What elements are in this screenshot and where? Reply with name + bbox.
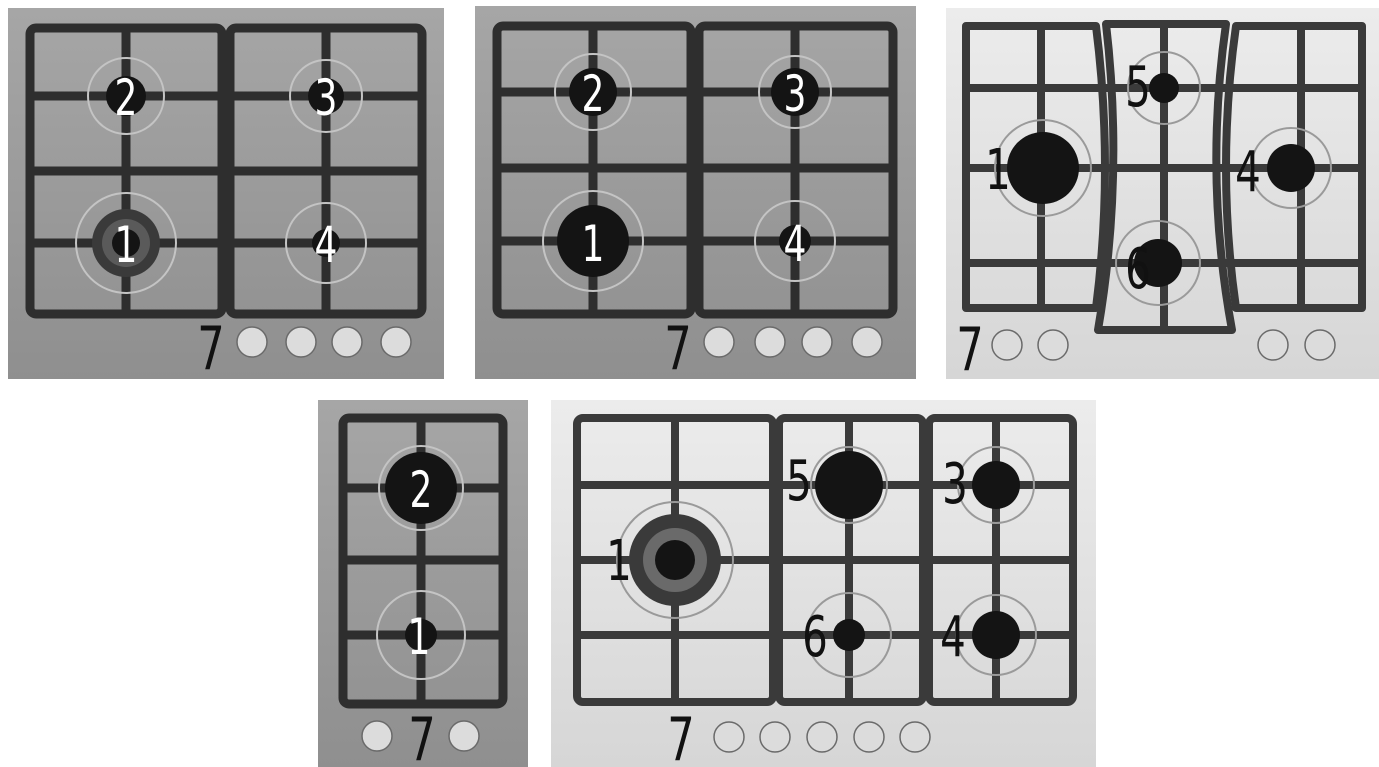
burner-label-4: 4 (315, 220, 338, 270)
knob-row (237, 327, 411, 357)
burner-label-1: 1 (115, 220, 138, 270)
burner-label-1: 1 (985, 143, 1011, 199)
burner-cap-5 (815, 451, 883, 519)
knob-row (714, 722, 930, 752)
burner-cap-6 (833, 619, 865, 651)
burner-cap-4 (1267, 144, 1315, 192)
knobs-label: 7 (664, 319, 691, 379)
hob-e-drawing (551, 400, 1096, 767)
hob-e: 1 5 3 6 4 7 (551, 400, 1096, 767)
burner-label-4: 4 (1235, 145, 1261, 201)
burner-cap-5 (1149, 73, 1179, 103)
hob-b: 2 3 1 4 7 (475, 6, 916, 379)
burner-label-1: 1 (582, 219, 605, 269)
knob-row (704, 327, 882, 357)
burner-label-5: 5 (786, 454, 812, 510)
knobs-label: 7 (667, 710, 694, 767)
burner-label-1: 1 (408, 612, 431, 662)
hob-a: 2 3 1 4 7 (8, 8, 444, 379)
burner-label-2: 2 (115, 73, 138, 123)
burner-label-1: 1 (606, 534, 632, 590)
burner-label-3: 3 (942, 457, 968, 513)
burner-label-6: 6 (802, 610, 828, 666)
hob-a-drawing (8, 8, 444, 379)
burner-label-3: 3 (315, 73, 338, 123)
hob-c-drawing (946, 8, 1379, 379)
burner-label-2: 2 (582, 69, 605, 119)
knobs-label: 7 (197, 319, 224, 379)
burner-label-4: 4 (940, 610, 966, 666)
burner-label-2: 2 (410, 465, 433, 515)
knobs-label: 7 (408, 710, 435, 767)
burner-cap-3 (972, 461, 1020, 509)
burner-label-4: 4 (784, 219, 807, 269)
burner-cap-4 (972, 611, 1020, 659)
burner-label-5: 5 (1125, 60, 1151, 116)
hob-b-drawing (475, 6, 916, 379)
knob-row (992, 330, 1335, 360)
burner-cap-1 (1007, 132, 1079, 204)
burner-label-6: 6 (1125, 242, 1151, 298)
knobs-label: 7 (956, 320, 983, 379)
hob-c: 1 5 4 6 7 (946, 8, 1379, 379)
hob-d: 2 1 7 (318, 400, 528, 767)
burner-label-3: 3 (784, 69, 807, 119)
